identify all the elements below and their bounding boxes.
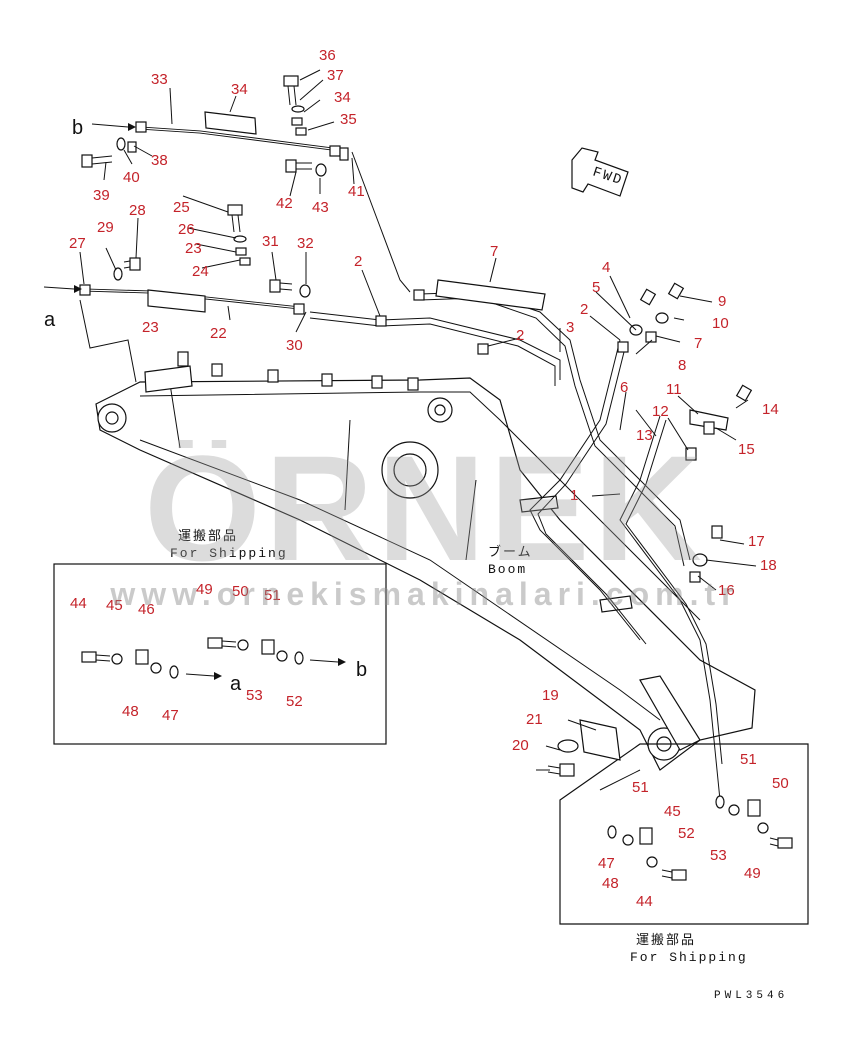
callout: 7	[490, 243, 498, 260]
callout: 7	[694, 335, 702, 352]
letter-b-box: b	[356, 659, 367, 681]
shipping-right-jp: 運搬部品	[636, 933, 696, 948]
callout: 9	[718, 293, 726, 310]
callout: 50	[772, 775, 789, 792]
callout: 34	[334, 89, 351, 106]
callout: 45	[106, 597, 123, 614]
shipping-box-left: 運搬部品 For Shipping	[53, 529, 387, 745]
callout: 35	[340, 111, 357, 128]
callout: 48	[602, 875, 619, 892]
callout: 23	[185, 240, 202, 257]
callout: 52	[678, 825, 695, 842]
callout: 25	[173, 199, 190, 216]
callout: 10	[712, 315, 729, 332]
shipping-left-jp: 運搬部品	[178, 529, 238, 544]
callout: 19	[542, 687, 559, 704]
callout: 44	[636, 893, 653, 910]
callout: 41	[348, 183, 365, 200]
callout: 37	[327, 67, 344, 84]
tube-22	[79, 284, 561, 386]
callout: 14	[762, 401, 779, 418]
shipping-left-en: For Shipping	[170, 546, 288, 561]
callout: 2	[580, 301, 588, 318]
callout: 53	[246, 687, 263, 704]
callout: 38	[151, 152, 168, 169]
boom-top-clamps	[177, 351, 419, 391]
callout: 52	[286, 693, 303, 710]
callout: 26	[178, 221, 195, 238]
callout: 49	[196, 581, 213, 598]
callout: 51	[740, 751, 757, 768]
callout: 16	[718, 582, 735, 599]
callout: 15	[738, 441, 755, 458]
boom-label: Boom	[488, 562, 527, 577]
callout: 43	[312, 199, 329, 216]
letter-a-top: a	[44, 309, 56, 331]
callout: 17	[748, 533, 765, 550]
callout: 30	[286, 337, 303, 354]
callout: 48	[122, 703, 139, 720]
callout: 5	[592, 279, 600, 296]
callout: 1	[570, 487, 578, 504]
arrow-b-icon	[91, 123, 136, 131]
shipping-box-right: 運搬部品 For Shipping	[559, 743, 809, 965]
callout: 45	[664, 803, 681, 820]
callout: 34	[231, 81, 248, 98]
drawing-code: PWL3546	[714, 990, 788, 1002]
arrow-a-icon	[43, 285, 137, 383]
callout: 49	[744, 865, 761, 882]
tubes-7	[375, 279, 691, 567]
tube-33	[135, 111, 411, 293]
callout: 4	[602, 259, 610, 276]
fwd-arrow-icon: FWD	[571, 147, 629, 197]
parts-19-21	[547, 719, 621, 777]
callout: 22	[210, 325, 227, 342]
callout: 11	[666, 381, 682, 398]
leader-lines	[79, 69, 757, 791]
callout: 23	[142, 319, 159, 336]
callout: 21	[526, 711, 543, 728]
letter-a-box: a	[230, 673, 242, 695]
callout: 2	[354, 253, 362, 270]
callout: 47	[162, 707, 179, 724]
callout: 8	[678, 357, 686, 374]
callout: 53	[710, 847, 727, 864]
callout: 27	[69, 235, 86, 252]
callout: 46	[138, 601, 155, 618]
callout: 31	[262, 233, 279, 250]
callout: 12	[652, 403, 669, 420]
callout: 33	[151, 71, 168, 88]
callout: 50	[232, 583, 249, 600]
boom-body	[95, 365, 756, 771]
callout-numbers: 36 37 34 35 33 34 38 39 40 41 42 43 25 2…	[69, 47, 789, 910]
callout: 42	[276, 195, 293, 212]
callout: 47	[598, 855, 615, 872]
callout: 51	[632, 779, 649, 796]
callout: 40	[123, 169, 140, 186]
callout: 44	[70, 595, 87, 612]
shipping-right-en: For Shipping	[630, 950, 748, 965]
callout: 29	[97, 219, 114, 236]
callout: 32	[297, 235, 314, 252]
callout: 18	[760, 557, 777, 574]
boom-label-jp: ブーム	[488, 544, 533, 560]
callout: 36	[319, 47, 336, 64]
callout: 13	[636, 427, 653, 444]
callout: 28	[129, 202, 146, 219]
callout: 2	[516, 327, 524, 344]
callout: 6	[620, 379, 628, 396]
callout: 51	[264, 587, 281, 604]
tubes-1-13	[529, 339, 723, 801]
bolts-group-top	[81, 75, 327, 298]
callout: 20	[512, 737, 529, 754]
callout: 3	[566, 319, 574, 336]
letter-b-top: b	[72, 117, 83, 139]
callout: 24	[192, 263, 209, 280]
callout: 39	[93, 187, 110, 204]
